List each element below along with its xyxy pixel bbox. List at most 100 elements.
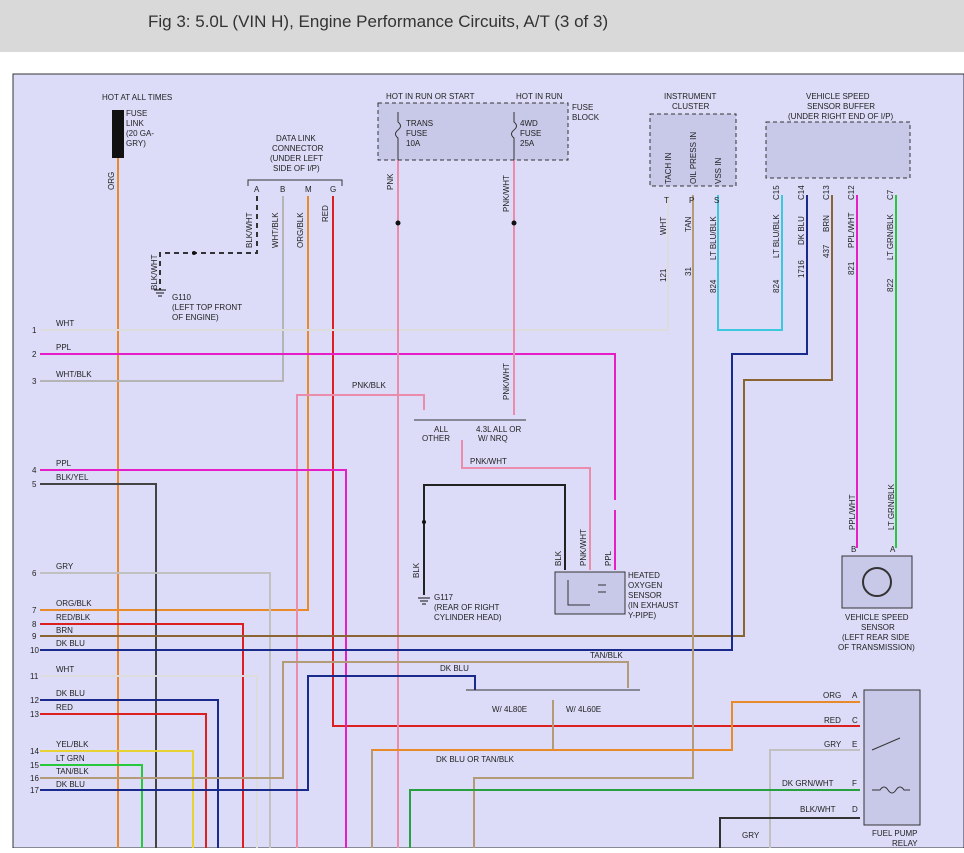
hot-run-start-label: HOT IN RUN OR START	[386, 92, 475, 101]
wire-5-blk-yel	[40, 483, 157, 848]
buffer-circuit: 1716	[797, 260, 806, 278]
ho2s-label: (IN EXHAUST	[628, 601, 679, 610]
relay-switch	[871, 737, 901, 751]
tach-in-label: TACH IN	[664, 152, 673, 184]
wire-label: WHT/BLK	[271, 212, 280, 248]
vss-label: SENSOR	[861, 623, 895, 632]
splice-dot	[192, 251, 196, 255]
dlc-title: DATA LINK	[276, 134, 316, 143]
wire-blk-wht-dlc	[159, 196, 258, 290]
ho2s-labels: HEATED OXYGEN SENSOR (IN EXHAUST Y-PIPE)…	[554, 529, 679, 620]
wire-num: 1	[32, 326, 37, 335]
wire-num: 3	[32, 377, 37, 386]
wire-label: PPL/WHT	[848, 494, 857, 530]
wire-label: BLK/WHT	[150, 254, 159, 290]
wire-wht-blk-dlc	[40, 196, 284, 382]
wire-17-dk-blu	[40, 675, 476, 791]
wire-label: LT GRN	[56, 754, 85, 763]
all-other-label: ALL	[434, 425, 449, 434]
4wd-fuse-symbol	[511, 112, 517, 160]
dlc-title: (UNDER LEFT	[270, 154, 323, 163]
buffer-wire-color: LT GRN/BLK	[886, 213, 895, 260]
fuel-pump-label: FUEL PUMP	[872, 829, 918, 838]
splice-dot	[395, 220, 401, 226]
ho2s-pin: PNK/WHT	[579, 529, 588, 566]
buffer-circuit: 821	[847, 261, 856, 275]
wire-15-lt-grn	[40, 764, 143, 848]
wire-6-gry	[40, 572, 271, 848]
vss-label: OF TRANSMISSION)	[838, 643, 915, 652]
wire-label: TAN/BLK	[590, 651, 623, 660]
vss-coil	[862, 567, 892, 597]
wire-label-pnk-wht: PNK/WHT	[502, 175, 511, 212]
vss-buffer-labels: VEHICLE SPEED SENSOR BUFFER (UNDER RIGHT…	[772, 92, 895, 293]
wire-label: PNK/WHT	[470, 457, 507, 466]
trans-fuse-label: FUSE	[406, 129, 427, 138]
ho2s-label: HEATED	[628, 571, 660, 580]
wire-num: 2	[32, 350, 37, 359]
wire-label: ORG/BLK	[296, 212, 305, 248]
trans-fuse-label: 10A	[406, 139, 421, 148]
wire-12-dk-blu	[40, 699, 219, 848]
dlc-pin: A	[254, 185, 260, 194]
trans-fuse-label: TRANS	[406, 119, 433, 128]
wire-num: 13	[30, 710, 39, 719]
wire-lt-blu-blk	[717, 195, 783, 331]
hot-all-times-label: HOT AT ALL TIMES	[102, 93, 172, 102]
wire-label: GRY	[742, 831, 760, 840]
trans-fuse-symbol	[395, 112, 401, 160]
vss-label: (LEFT REAR SIDE	[842, 633, 909, 642]
wires	[40, 158, 897, 848]
wire-label: BLK	[412, 562, 421, 578]
l43-label: 4.3L ALL OR	[476, 425, 521, 434]
wire-label: LT GRN/BLK	[887, 483, 896, 530]
splice-labels: PNK/BLK PNK/WHT ALL OTHER 4.3L ALL OR W/…	[352, 363, 521, 466]
wire-tan-cluster	[473, 195, 694, 848]
buffer-wire-color: LT BLU/BLK	[772, 214, 781, 258]
relay-pin: D	[852, 805, 858, 814]
wire-num: 9	[32, 632, 37, 641]
wire-13-red	[40, 713, 207, 848]
ho2s-heater	[567, 580, 606, 606]
cluster-title: INSTRUMENT	[664, 92, 717, 101]
wire-num: 15	[30, 761, 39, 770]
ho2s-label: SENSOR	[628, 591, 662, 600]
oil-press-in-label: OIL PRESS IN	[689, 132, 698, 184]
wire-label: RED	[56, 703, 73, 712]
4wd-fuse-label: 25A	[520, 139, 535, 148]
buffer-wire-color: PPL/WHT	[847, 212, 856, 248]
wire-label: GRY	[56, 562, 74, 571]
wire-org-blk-dlc	[40, 196, 309, 611]
wire-label-pnk: PNK	[386, 173, 395, 190]
fuse-link	[112, 110, 124, 158]
cluster-circuit: 121	[659, 268, 668, 282]
4wd-fuse-label: 4WD	[520, 119, 538, 128]
ho2s-pin: BLK	[554, 550, 563, 566]
relay-pin: A	[852, 691, 858, 700]
wire-num: 14	[30, 747, 39, 756]
wire-num: 6	[32, 569, 37, 578]
wire-num: 8	[32, 620, 37, 629]
relay-wire: DK GRN/WHT	[782, 779, 834, 788]
vss-labels: VEHICLE SPEED SENSOR (LEFT REAR SIDE OF …	[838, 483, 915, 652]
vss-buffer-title: SENSOR BUFFER	[807, 102, 875, 111]
wire-label: ORG/BLK	[56, 599, 92, 608]
wire-label: PNK/BLK	[352, 381, 386, 390]
g110-label: (LEFT TOP FRONT	[172, 303, 242, 312]
l43-label: W/ NRQ	[478, 434, 508, 443]
hot-run-label: HOT IN RUN	[516, 92, 563, 101]
vss-pin: A	[890, 545, 896, 554]
vss-buffer-title: VEHICLE SPEED	[806, 92, 870, 101]
relay-pin: C	[852, 716, 858, 725]
wire-pnk-blk	[296, 394, 425, 848]
wire-num: 10	[30, 646, 39, 655]
buffer-pin: C7	[886, 189, 895, 200]
wire-blk-wht-relay	[719, 817, 860, 848]
cluster-wire-color: LT BLU/BLK	[709, 216, 718, 260]
4wd-fuse-label: FUSE	[520, 129, 541, 138]
dlc-title: SIDE OF I/P)	[273, 164, 320, 173]
vss-in-label: VSS IN	[714, 158, 723, 184]
wire-label: RED	[321, 205, 330, 222]
wire-4-ppl	[40, 469, 347, 848]
wiring-diagram: HOT AT ALL TIMES FUSE LINK (20 GA- GRY) …	[0, 52, 964, 849]
